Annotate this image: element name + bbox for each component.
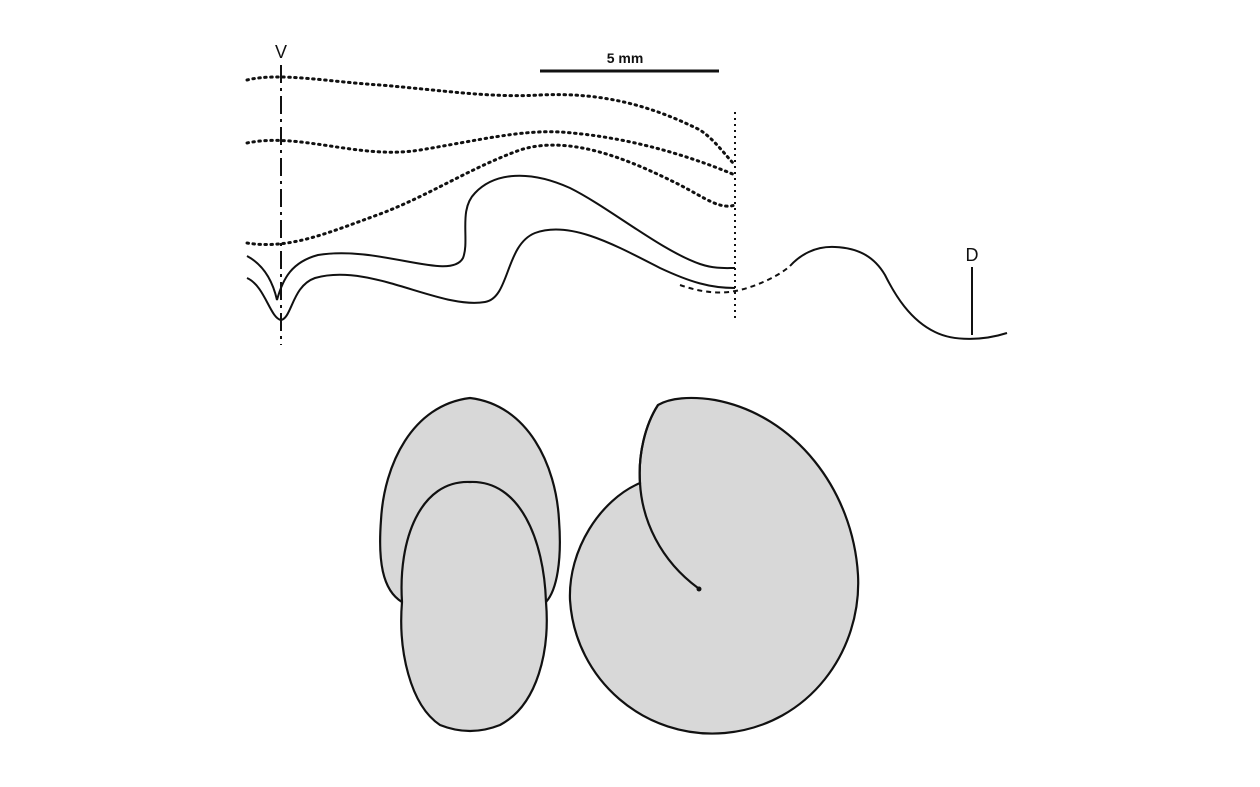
suture-line-external [789,245,1008,340]
shell-lateral-outer-whorl [568,396,860,735]
shell-apertural-view [379,396,561,733]
suture-line-solid-upper [246,174,736,301]
suture-line-dashed-bridge [679,265,791,294]
suture-line-dotted-3 [245,143,737,247]
dorsal-label: D [966,245,979,265]
suture-diagram: V 5 mm D [245,42,1008,345]
shell-lateral-view [568,396,860,735]
suture-line-dotted-2 [245,130,737,177]
shell-apertural-body [400,480,548,733]
suture-line-solid-lower [246,228,736,322]
ventral-label: V [275,42,287,62]
shell-lateral-aperture-whorl [638,404,699,589]
shell-lateral-umbilicus [696,586,702,592]
suture-line-dotted-1 [245,75,737,167]
scale-bar-label: 5 mm [607,50,644,66]
